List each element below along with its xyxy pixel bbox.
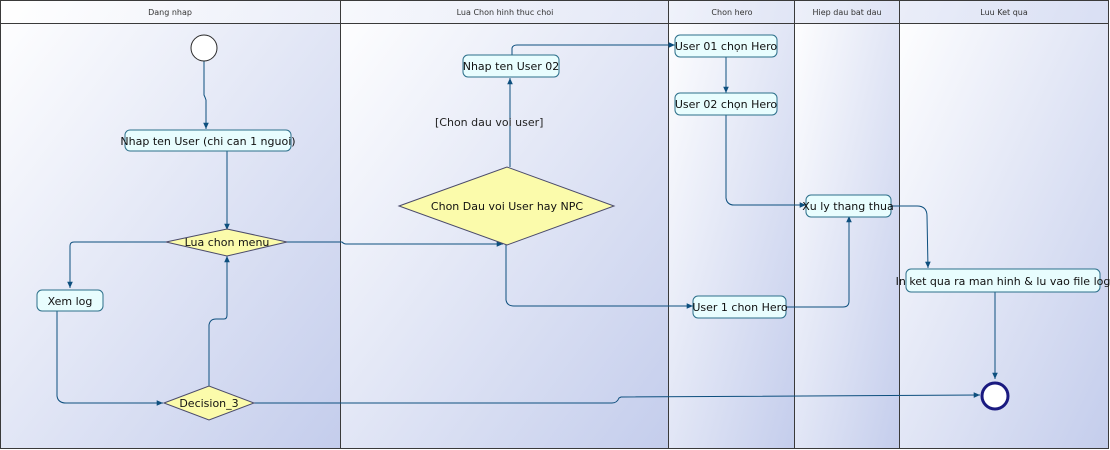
- flow-menu-to-xem-log: [67, 241, 166, 288]
- action-label: Nhap ten User 02: [463, 60, 560, 73]
- decision-label: Decision_3: [179, 397, 238, 410]
- flow-chon-dau-to-user1-hero: [505, 245, 693, 309]
- lane-hiep-dau: [795, 1, 900, 448]
- action-xu-ly-thang-thua[interactable]: Xu ly thang thua: [802, 194, 894, 218]
- decision-chon-dau[interactable]: Chon Dau voi User hay NPC: [397, 166, 616, 246]
- flow-user1-hero-to-xu-ly: [786, 216, 852, 308]
- action-label: User 1 chon Hero: [692, 301, 788, 314]
- lane-dang-nhap: [1, 1, 341, 448]
- final-node[interactable]: [980, 381, 1010, 411]
- flow-decision-to-final: [253, 392, 981, 404]
- decision-label: Chon Dau voi User hay NPC: [431, 200, 583, 213]
- action-nhap-ten-user-02[interactable]: Nhap ten User 02: [462, 54, 560, 78]
- flow-nhap-user02-to-user01-hero: [511, 42, 675, 55]
- action-nhap-ten-user[interactable]: Nhap ten User (chi can 1 nguoi): [120, 129, 296, 152]
- lane-title-lua-chon: Lua Chon hinh thuc choi: [457, 8, 554, 17]
- flow-user02-hero-to-xu-ly: [725, 115, 806, 208]
- flow-xem-log-to-decision: [56, 311, 163, 406]
- lane-header-band: [1, 1, 1108, 23]
- action-label: User 02 chọn Hero: [675, 98, 778, 111]
- action-label: Nhap ten User (chi can 1 nguoi): [120, 135, 295, 148]
- lane-title-hiep-dau: Hiep dau bat dau: [812, 8, 881, 17]
- action-xem-log[interactable]: Xem log: [36, 289, 104, 312]
- action-label: Xem log: [48, 295, 93, 308]
- control-flows: [56, 42, 998, 406]
- lane-title-luu-ket-qua: Luu Ket qua: [980, 8, 1028, 17]
- guard-chon-dau-voi-user: [Chon dau voi user]: [435, 116, 543, 129]
- flow-menu-to-chon-dau: [287, 241, 503, 247]
- lane-title-dang-nhap: Dang nhap: [148, 8, 192, 17]
- action-user01-chon-hero[interactable]: User 01 chọn Hero: [674, 34, 778, 58]
- lane-luu-ket-qua: [900, 1, 1108, 448]
- lane-titles: Dang nhap Lua Chon hinh thuc choi Chon h…: [148, 8, 1028, 17]
- flow-start-to-nhap-ten: [203, 61, 209, 129]
- lane-title-chon-hero: Chon hero: [711, 8, 752, 17]
- action-label: User 01 chọn Hero: [675, 40, 778, 53]
- decision-label: Lua chon menu: [185, 236, 270, 249]
- action-user1-chon-hero[interactable]: User 1 chon Hero: [692, 295, 788, 319]
- lane-chon-hero: [669, 1, 795, 448]
- action-in-ket-qua[interactable]: In ket qua ra man hinh & lu vao file log: [896, 268, 1110, 293]
- action-label: In ket qua ra man hinh & lu vao file log: [896, 275, 1110, 288]
- action-user02-chon-hero[interactable]: User 02 chọn Hero: [674, 92, 778, 116]
- flow-xu-ly-to-in-ket-qua: [891, 205, 931, 269]
- initial-node[interactable]: [190, 34, 218, 62]
- decision-decision-3[interactable]: Decision_3: [162, 385, 256, 421]
- flow-decision-to-menu: [208, 256, 230, 386]
- action-label: Xu ly thang thua: [802, 200, 894, 213]
- decision-lua-chon-menu[interactable]: Lua chon menu: [165, 228, 288, 257]
